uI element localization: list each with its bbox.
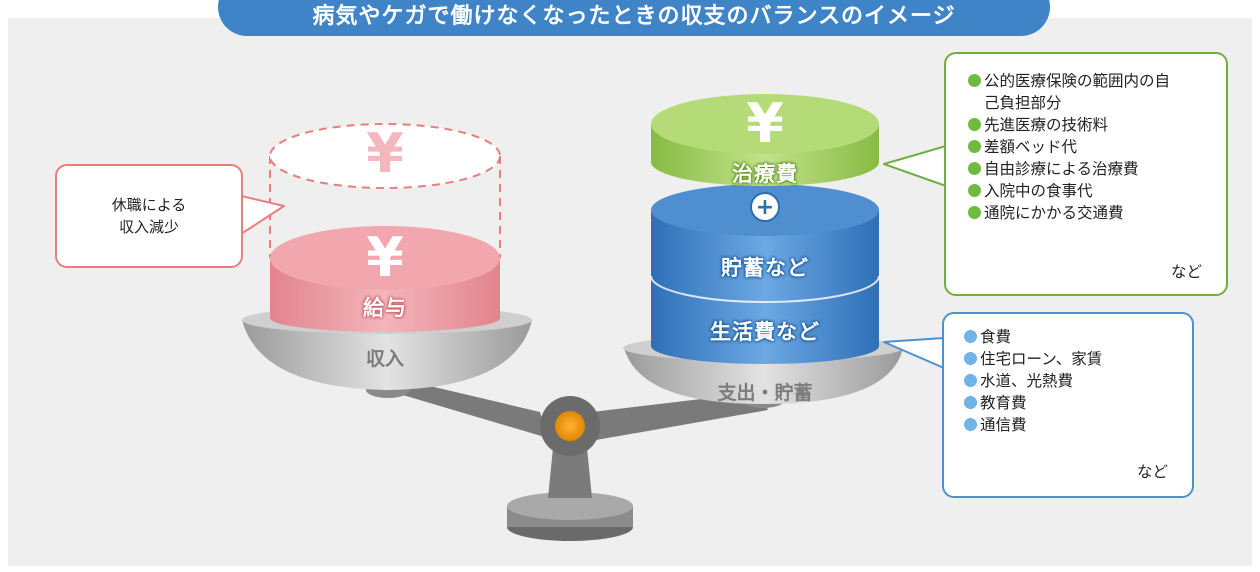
bullet-icon: [968, 118, 981, 131]
income-pan-label: 収入: [365, 348, 404, 370]
salary-yen-icon: ¥: [366, 226, 404, 289]
lost-income-outline: [269, 156, 501, 258]
living-list: 食費 住宅ローン、家賃 水道、光熱費 教育費 通信費: [964, 326, 1192, 436]
bullet-icon: [964, 396, 977, 409]
income-callout-line: 休職による: [111, 196, 187, 214]
list-item: 食費: [964, 326, 1192, 348]
living-callout: 食費 住宅ローン、家賃 水道、光熱費 教育費 通信費 など: [942, 312, 1194, 498]
income-callout-line: 収入減少: [118, 218, 179, 236]
list-item: 住宅ローン、家賃: [964, 348, 1192, 370]
bullet-icon: [968, 162, 981, 175]
list-item: 差額ベッド代: [968, 136, 1226, 158]
right-pan: [624, 348, 903, 404]
scale-beam-left: [386, 378, 548, 438]
bullet-icon: [968, 184, 981, 197]
pivot-icon: [555, 411, 585, 441]
list-item: 通院にかかる交通費: [968, 202, 1226, 224]
bullet-icon: [964, 352, 977, 365]
bullet-icon: [964, 374, 977, 387]
list-item: 公的医療保険の範囲内の自己負担部分: [968, 70, 1226, 114]
bullet-icon: [964, 418, 977, 431]
treatment-etc: など: [1170, 263, 1202, 281]
divider-line: [650, 275, 880, 303]
scale-beam-right: [592, 392, 768, 440]
bullet-icon: [968, 206, 981, 219]
savings-label: 貯蓄など: [721, 256, 809, 280]
treatment-callout: 公的医療保険の範囲内の自己負担部分 先進医療の技術料 差額ベッド代 自由診療によ…: [944, 52, 1228, 296]
treatment-list: 公的医療保険の範囲内の自己負担部分 先進医療の技術料 差額ベッド代 自由診療によ…: [968, 70, 1226, 224]
list-item: 水道、光熱費: [964, 370, 1192, 392]
savings-living-cylinder: [651, 210, 879, 364]
list-item: 入院中の食事代: [968, 180, 1226, 202]
plus-icon: [750, 192, 780, 222]
income-callout: 休職による 収入減少: [55, 164, 243, 268]
diagram-title: 病気やケガで働けなくなったときの収支のバランスのイメージ: [218, 0, 1050, 36]
left-pan: [242, 320, 532, 390]
list-item: 通信費: [964, 414, 1192, 436]
svg-text:+: +: [756, 195, 774, 220]
bullet-icon: [964, 330, 977, 343]
list-item: 教育費: [964, 392, 1192, 414]
lost-yen-icon: ¥: [366, 122, 404, 185]
treatment-label: 治療費: [732, 162, 798, 186]
expense-pan-label: 支出・貯蓄: [717, 382, 813, 404]
list-item: 先進医療の技術料: [968, 114, 1226, 136]
bullet-icon: [968, 74, 981, 87]
list-item: 自由診療による治療費: [968, 158, 1226, 180]
salary-label: 給与: [363, 296, 407, 320]
living-etc: など: [1136, 463, 1168, 481]
bullet-icon: [968, 140, 981, 153]
living-label: 生活費など: [710, 320, 820, 344]
treatment-yen-icon: ¥: [746, 92, 784, 155]
